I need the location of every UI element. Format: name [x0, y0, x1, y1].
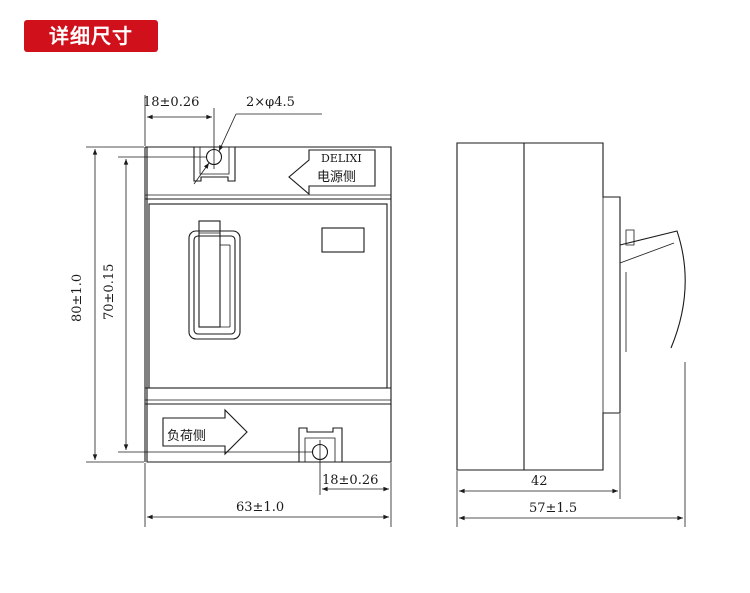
side-body-outline	[456, 142, 621, 471]
front-outline	[145, 146, 392, 463]
bottom-mount-notch	[298, 427, 343, 462]
brand-label: DELIXI	[321, 152, 362, 165]
load-side-arrow	[162, 408, 248, 456]
section-title-badge: 详细尺寸	[24, 20, 158, 52]
side-toggle-handle	[619, 229, 686, 352]
main-panel	[148, 203, 388, 389]
dim-height-total: 80±1.0	[70, 274, 85, 322]
source-side-label: 电源侧	[317, 170, 356, 185]
front-view: DELIXI 电源侧 负荷侧 18±0.26	[70, 95, 392, 527]
dim-width: 63±1.0	[236, 500, 284, 515]
source-side-arrow	[288, 149, 376, 196]
load-side-label: 负荷侧	[167, 429, 206, 444]
dim-hole-spec: 2×φ4.5	[246, 95, 295, 110]
side-view: 42 57±1.5	[456, 142, 686, 527]
dim-bottom-offset: 18±0.26	[322, 473, 378, 488]
dim-top-offset: 18±0.26	[143, 95, 199, 110]
dim-depth-inner: 42	[531, 474, 548, 489]
toggle-handle	[188, 220, 241, 340]
indicator-window	[321, 227, 365, 253]
top-mount-notch	[193, 147, 236, 182]
dim-height-inner: 70±0.15	[102, 264, 117, 320]
dim-depth-total: 57±1.5	[529, 501, 577, 516]
